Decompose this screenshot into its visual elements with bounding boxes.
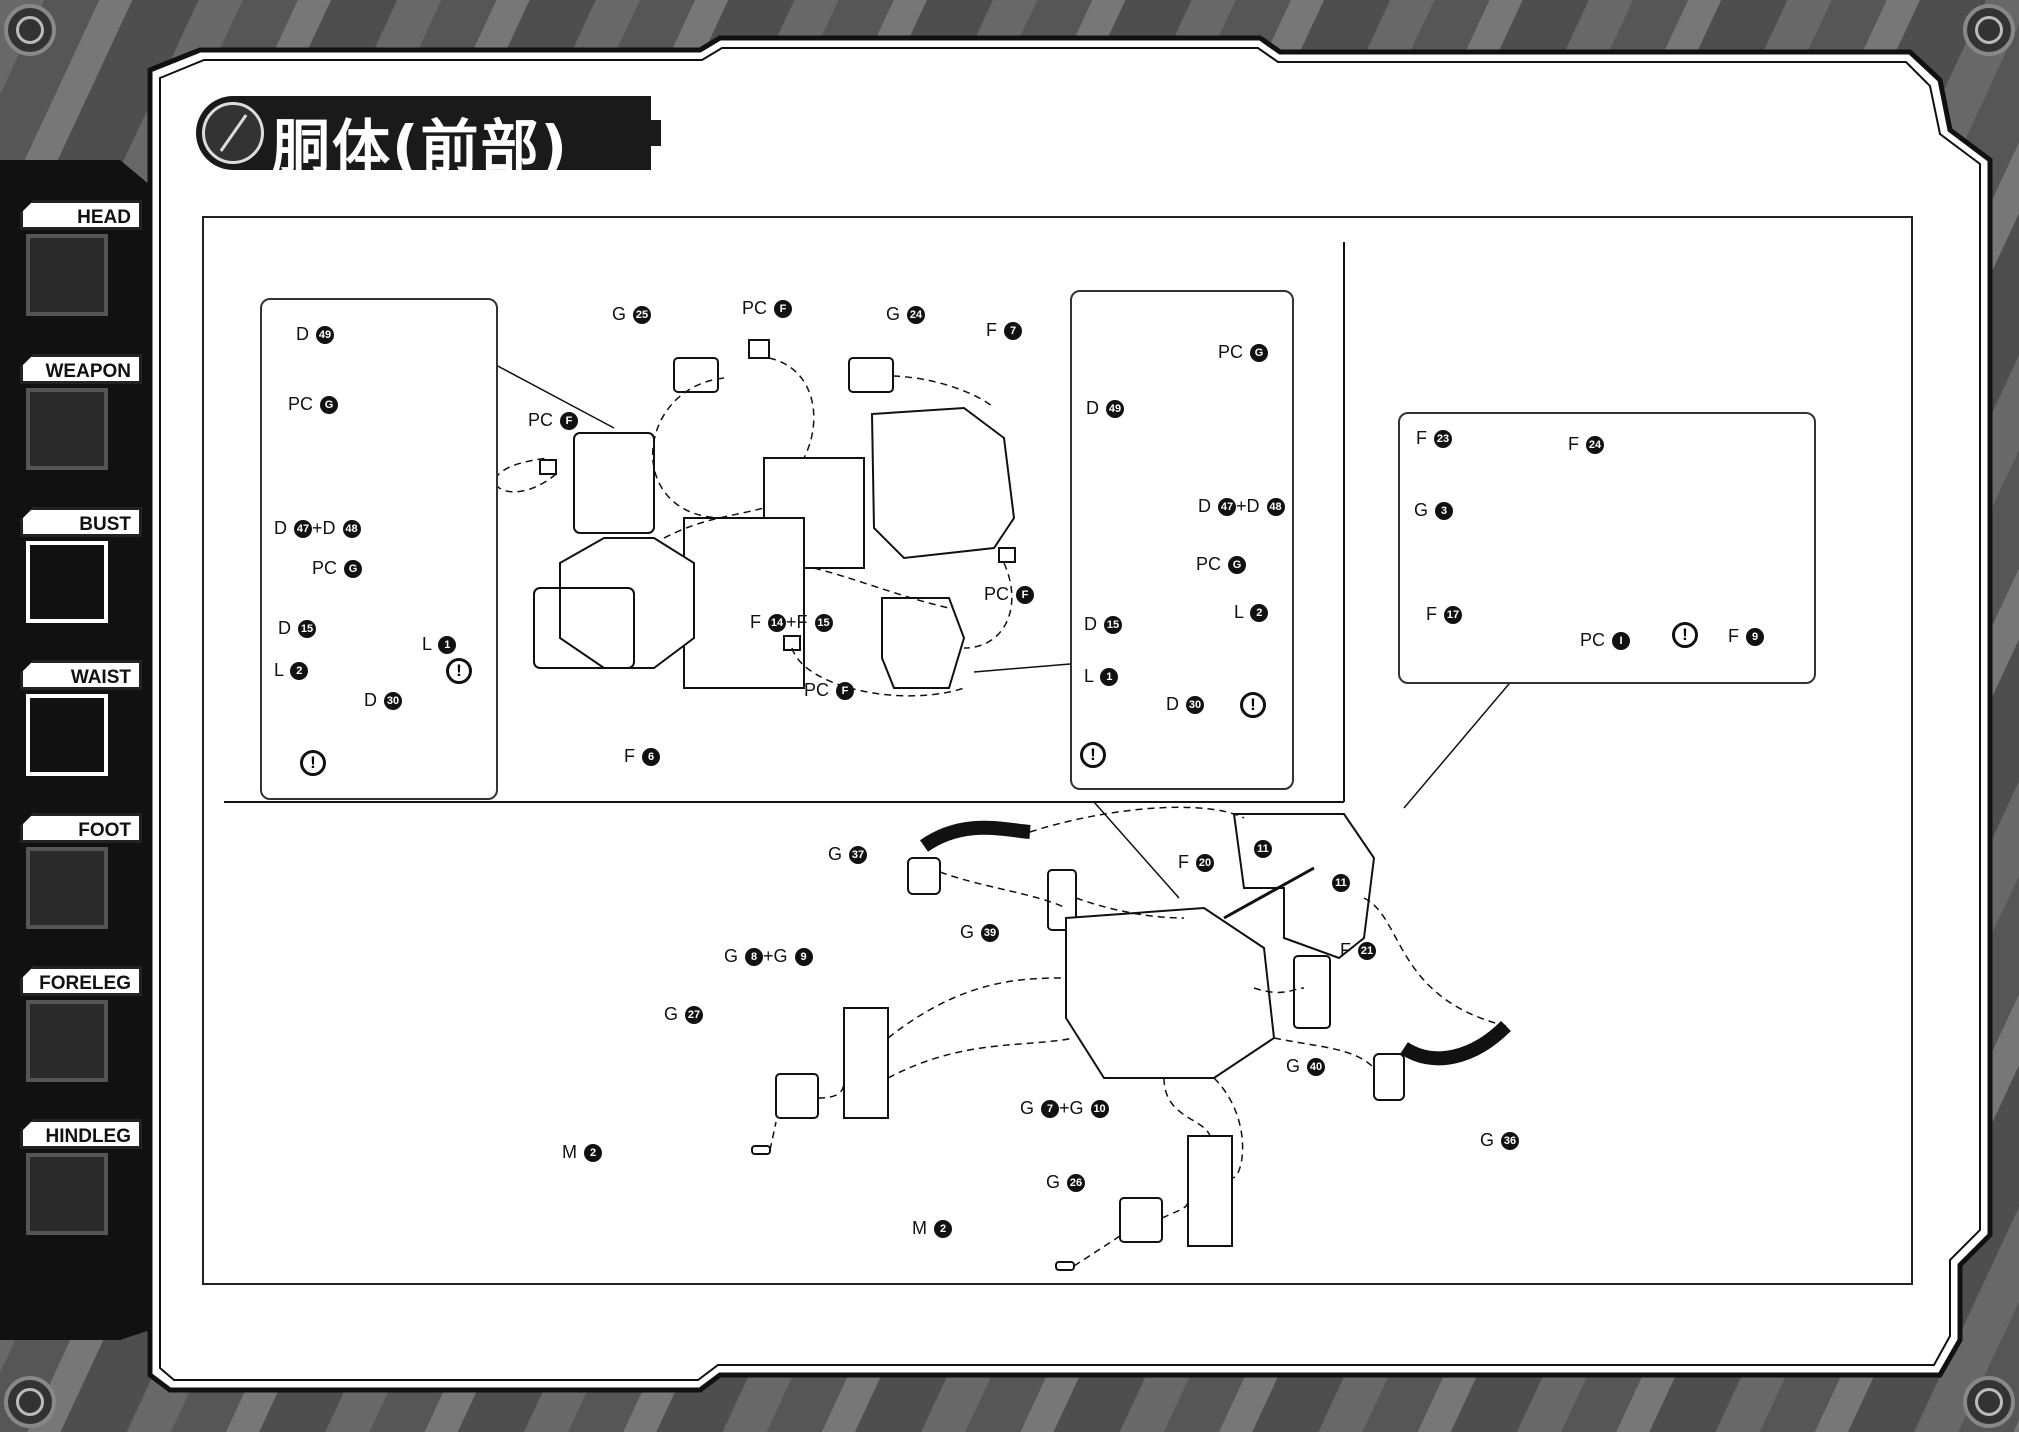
part-label: G 24: [886, 304, 926, 325]
sidebar-item-label: WAIST: [20, 660, 142, 690]
part-label: F 23: [1416, 428, 1453, 449]
part-label: PC F: [528, 410, 579, 431]
part-label: L 2: [1234, 602, 1269, 623]
sidebar-item-foreleg[interactable]: FORELEG: [20, 966, 142, 1082]
sidebar-item-bust[interactable]: BUST: [20, 507, 142, 623]
sidebar-item-label: FOOT: [20, 813, 142, 843]
part-label: L 2: [274, 660, 309, 681]
corner-gear-icon: [1963, 4, 2015, 56]
part-label: G 8+G 9: [724, 946, 813, 967]
sidebar-item-label: HEAD: [20, 200, 142, 230]
part-label: PC G: [288, 394, 339, 415]
part-label: M 2: [562, 1142, 603, 1163]
foot-icon: [26, 847, 108, 929]
sidebar-item-weapon[interactable]: WEAPON: [20, 354, 142, 470]
sidebar-item-label: BUST: [20, 507, 142, 537]
part-label: D 49: [1086, 398, 1125, 419]
head-icon: [26, 234, 108, 316]
part-label: L 1: [422, 634, 457, 655]
part-label: G 37: [828, 844, 868, 865]
part-label: D 47+D 48: [1198, 496, 1285, 517]
part-label: G 27: [664, 1004, 704, 1025]
part-label: G 26: [1046, 1172, 1086, 1193]
title-tab-notch: [647, 120, 661, 146]
corner-gear-icon: [1963, 1376, 2015, 1428]
corner-gear-icon: [4, 1376, 56, 1428]
foreleg-icon: [26, 1000, 108, 1082]
part-label: G 40: [1286, 1056, 1326, 1077]
part-label: F 6: [624, 746, 661, 767]
warning-icon: !: [1672, 622, 1698, 648]
part-label: PC G: [1196, 554, 1247, 575]
part-label: F 14+F 15: [750, 612, 833, 633]
part-label: F 24: [1568, 434, 1605, 455]
part-label: D 30: [1166, 694, 1205, 715]
part-label: F 7: [986, 320, 1023, 341]
sidebar-item-label: HINDLEG: [20, 1119, 142, 1149]
warning-icon: !: [446, 658, 472, 684]
small-mark: 11: [1252, 838, 1272, 859]
gauge-icon: [202, 102, 264, 164]
part-label: M 2: [912, 1218, 953, 1239]
left-detail-box: [260, 298, 498, 800]
part-label: PC G: [1218, 342, 1269, 363]
part-label: F 21: [1340, 940, 1377, 961]
part-label: D 15: [1084, 614, 1123, 635]
part-label: D 15: [278, 618, 317, 639]
part-label: G 25: [612, 304, 652, 325]
part-label: PC F: [742, 298, 793, 319]
part-label: G 39: [960, 922, 1000, 943]
sidebar-item-foot[interactable]: FOOT: [20, 813, 142, 929]
part-label: G 7+G 10: [1020, 1098, 1109, 1119]
sidebar-item-label: WEAPON: [20, 354, 142, 384]
sidebar-item-head[interactable]: HEAD: [20, 200, 142, 316]
assembly-diagram: D 49 PC G D 47+D 48 PC G D 15 L 1 L 2 D …: [202, 216, 1913, 1285]
page-title: 胴体(前部): [272, 113, 570, 181]
part-label: PC G: [312, 558, 363, 579]
warning-icon: !: [300, 750, 326, 776]
part-label: D 30: [364, 690, 403, 711]
warning-icon: !: [1080, 742, 1106, 768]
part-label: F 9: [1728, 626, 1765, 647]
part-label: G 3: [1414, 500, 1454, 521]
waist-icon: [26, 694, 108, 776]
part-label: G 36: [1480, 1130, 1520, 1151]
warning-icon: !: [1240, 692, 1266, 718]
bust-icon: [26, 541, 108, 623]
hindleg-icon: [26, 1153, 108, 1235]
part-label: D 49: [296, 324, 335, 345]
part-label: F 17: [1426, 604, 1463, 625]
part-label: PC F: [984, 584, 1035, 605]
corner-gear-icon: [4, 4, 56, 56]
sidebar-item-waist[interactable]: WAIST: [20, 660, 142, 776]
weapon-icon: [26, 388, 108, 470]
part-label: D 47+D 48: [274, 518, 361, 539]
small-mark: 11: [1330, 872, 1350, 893]
part-label: PC F: [804, 680, 855, 701]
sidebar-item-hindleg[interactable]: HINDLEG: [20, 1119, 142, 1235]
sidebar-item-label: FORELEG: [20, 966, 142, 996]
part-label: L 1: [1084, 666, 1119, 687]
page-title-banner: 胴体(前部): [196, 96, 661, 181]
part-label: PC I: [1580, 630, 1631, 651]
part-label: F 20: [1178, 852, 1215, 873]
